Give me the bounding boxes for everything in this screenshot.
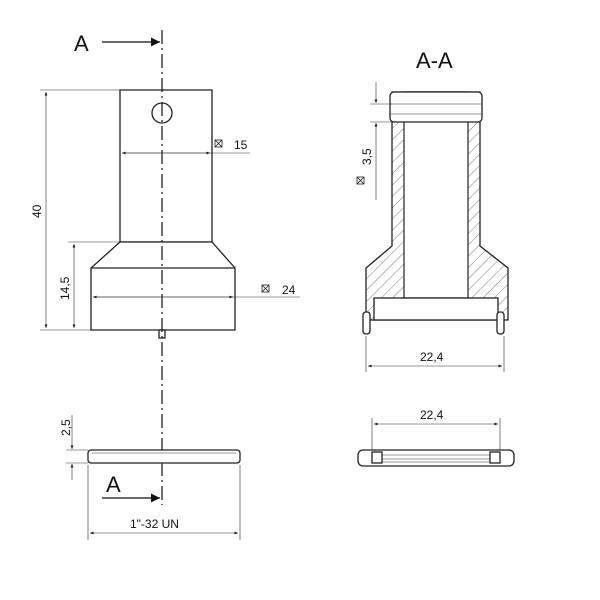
section-label-bottom: A xyxy=(106,472,121,497)
dim-wall: 3,5 xyxy=(356,82,392,200)
section-rim xyxy=(389,91,483,123)
dim-height-hex: 14,5 xyxy=(58,241,120,328)
dim-washer-thickness: 2,5 xyxy=(59,415,88,480)
washer-section xyxy=(357,449,515,467)
dim-wall-label: 3,5 xyxy=(360,148,374,165)
dim-height-total: 40 xyxy=(30,89,120,331)
section-pin-right xyxy=(496,311,505,335)
square-symbol-icon xyxy=(261,284,270,293)
front-view xyxy=(90,89,236,339)
dim-hex-small: 15 xyxy=(122,138,250,155)
washer-front xyxy=(87,449,241,464)
section-pin-left xyxy=(362,311,371,335)
section-bore xyxy=(403,91,469,299)
section-title: A-A xyxy=(416,48,453,73)
section-label-top: A xyxy=(74,31,89,56)
washer-body xyxy=(87,449,241,464)
dim-thread: 1"-32 UN xyxy=(87,465,241,540)
square-symbol-icon xyxy=(356,176,365,185)
dim-width-washer-section-label: 22,4 xyxy=(420,408,444,422)
dim-width-washer-section: 22,4 xyxy=(371,408,501,450)
section-arrows: A A xyxy=(74,31,160,503)
dim-washer-thickness-label: 2,5 xyxy=(59,419,73,436)
cap-hex-flange xyxy=(90,241,236,331)
dim-height-total-label: 40 xyxy=(30,204,44,218)
dim-hex-large: 24 xyxy=(93,283,300,299)
dim-hex-small-label: 15 xyxy=(234,138,248,152)
section-view xyxy=(362,91,509,335)
dim-height-hex-label: 14,5 xyxy=(58,276,72,300)
square-symbol-icon xyxy=(214,139,223,148)
dim-hex-large-label: 24 xyxy=(282,283,296,297)
dim-width-section-label: 22,4 xyxy=(420,350,444,364)
dim-thread-label: 1"-32 UN xyxy=(130,517,179,531)
section-inner-floor xyxy=(373,297,499,321)
dim-width-section: 22,4 xyxy=(365,336,505,372)
